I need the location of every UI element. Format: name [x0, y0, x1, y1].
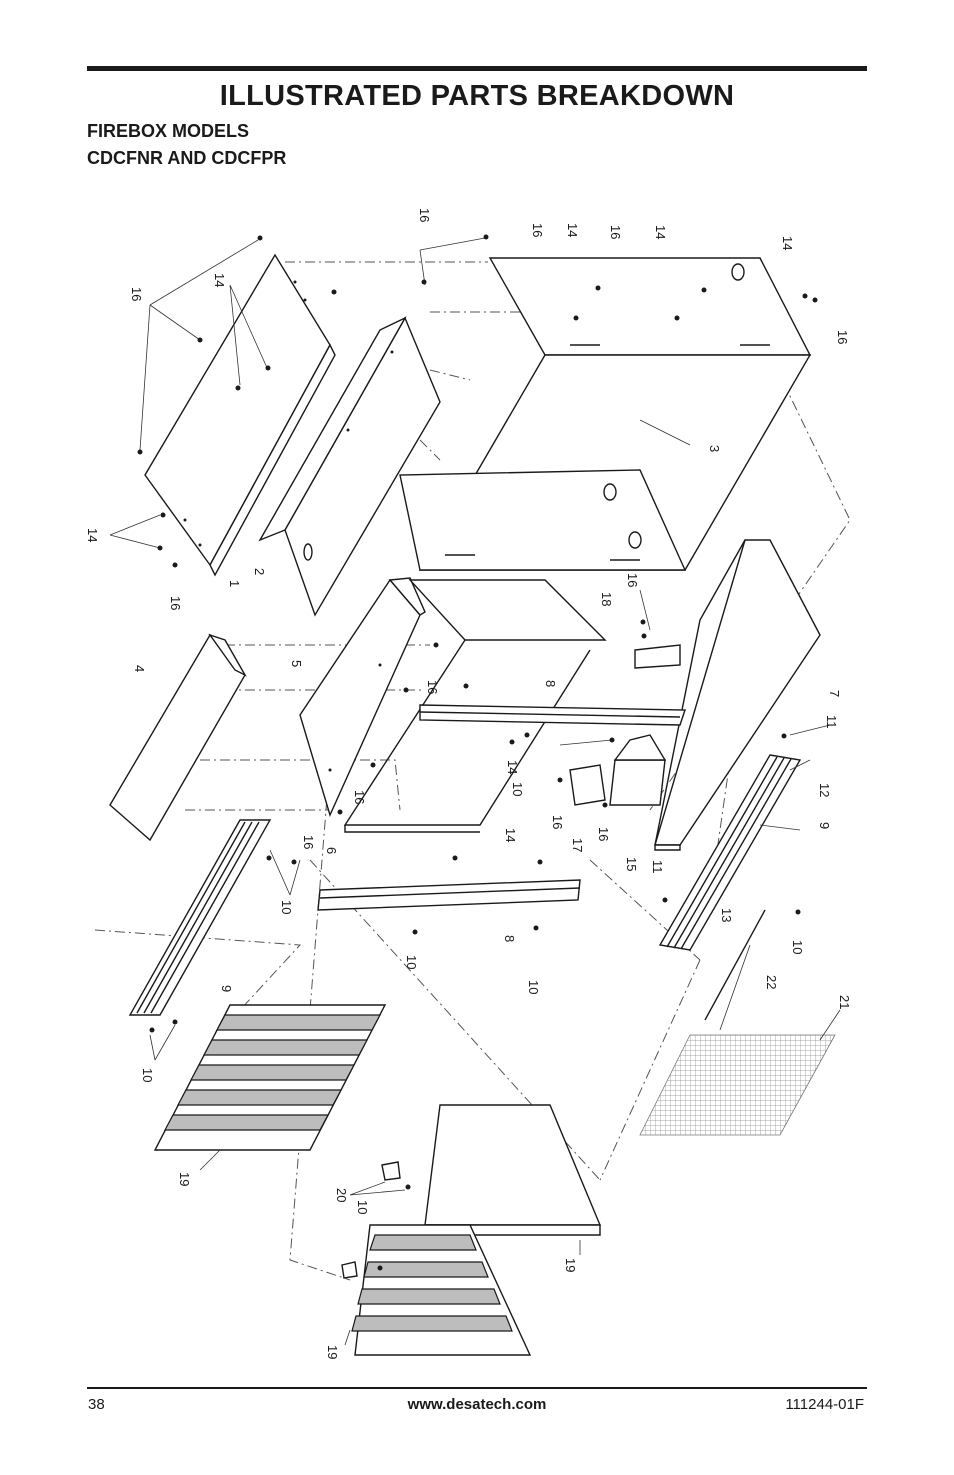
part-label: 12 — [817, 783, 832, 797]
part-label: 4 — [132, 665, 147, 672]
part-label: 10 — [279, 900, 294, 914]
part-label: 16 — [352, 790, 367, 804]
part-label: 16 — [596, 827, 611, 841]
part-label: 7 — [827, 690, 842, 697]
section-subtitle-line2: CDCFNR AND CDCFPR — [87, 148, 287, 168]
part-9-louver-right — [658, 754, 802, 951]
part-label: 16 — [425, 680, 440, 694]
part-label: 16 — [550, 815, 565, 829]
part-label: 14 — [505, 760, 520, 774]
part-label: 10 — [355, 1200, 370, 1214]
part-label: 13 — [719, 908, 734, 922]
website-link[interactable]: www.desatech.com — [407, 1396, 547, 1413]
part-label: 9 — [817, 822, 832, 829]
part-label: 8 — [502, 935, 517, 942]
part-label: 20 — [334, 1188, 349, 1202]
section-subtitle-line1: FIREBOX MODELS — [87, 121, 250, 141]
document-code: 111244-01F — [785, 1396, 864, 1413]
part-8-channel-lower — [317, 879, 581, 911]
part-label: 10 — [404, 955, 419, 969]
part-label: 14 — [212, 273, 227, 287]
part-label: 9 — [219, 985, 234, 992]
part-label: 16 — [608, 225, 623, 239]
part-4-front-trim — [109, 633, 247, 842]
part-9-louver-left — [128, 819, 272, 1016]
part-8-channel-upper — [419, 704, 686, 726]
part-label: 10 — [510, 782, 525, 796]
part-19-brick-panel-back — [153, 1004, 387, 1151]
part-label: 21 — [837, 995, 852, 1009]
part-label: 14 — [85, 528, 100, 542]
part-number-labels: 16 14 16 16 14 16 14 14 16 1 2 3 14 16 4… — [85, 208, 852, 1359]
part-label: 14 — [653, 225, 668, 239]
part-label: 11 — [824, 715, 839, 729]
part-label: 19 — [177, 1172, 192, 1186]
part-label: 16 — [835, 330, 850, 344]
part-label: 11 — [650, 860, 665, 874]
part-20-clip — [341, 1161, 401, 1279]
part-19-brick-panel-floor — [351, 1224, 532, 1356]
part-label: 19 — [325, 1345, 340, 1359]
part-3-firebox-shell — [399, 257, 812, 571]
part-label: 10 — [140, 1068, 155, 1082]
part-19-top-panel — [424, 1104, 602, 1236]
fastener-bolts — [137, 234, 818, 1271]
part-label: 10 — [526, 980, 541, 994]
part-15-burner-box — [609, 734, 667, 806]
part-label: 8 — [543, 680, 558, 687]
footer-rule — [87, 1387, 867, 1389]
part-1-top-panel — [144, 253, 336, 577]
part-label: 16 — [530, 223, 545, 237]
part-label: 16 — [129, 287, 144, 301]
part-18-bracket — [634, 644, 681, 669]
part-label: 18 — [599, 592, 614, 606]
part-label: 16 — [417, 208, 432, 222]
part-21-grate — [639, 1034, 836, 1136]
part-label: 2 — [252, 568, 267, 575]
part-label: 3 — [707, 445, 722, 452]
part-label: 10 — [790, 940, 805, 954]
part-label: 14 — [503, 828, 518, 842]
part-label: 5 — [289, 660, 304, 667]
part-label: 16 — [168, 596, 183, 610]
leader-lines — [109, 237, 841, 1346]
part-2-side-panel — [258, 316, 441, 617]
part-label: 16 — [301, 835, 316, 849]
part-7-base-panel — [654, 539, 821, 851]
part-label: 1 — [227, 580, 242, 587]
part-label: 19 — [563, 1258, 578, 1272]
part-label: 22 — [764, 975, 779, 989]
part-label: 14 — [780, 236, 795, 250]
part-label: 15 — [624, 857, 639, 871]
part-label: 17 — [570, 838, 585, 852]
part-6-inner-box — [343, 579, 607, 833]
part-label: 14 — [565, 223, 580, 237]
header-rule — [87, 66, 867, 71]
part-label: 6 — [324, 847, 339, 854]
part-22-rod — [704, 909, 766, 1021]
part-label: 16 — [625, 573, 640, 587]
page-title: ILLUSTRATED PARTS BREAKDOWN — [219, 80, 735, 112]
page-number: 38 — [88, 1396, 105, 1413]
part-5-baffle — [299, 577, 426, 817]
part-17-bracket — [569, 764, 606, 806]
